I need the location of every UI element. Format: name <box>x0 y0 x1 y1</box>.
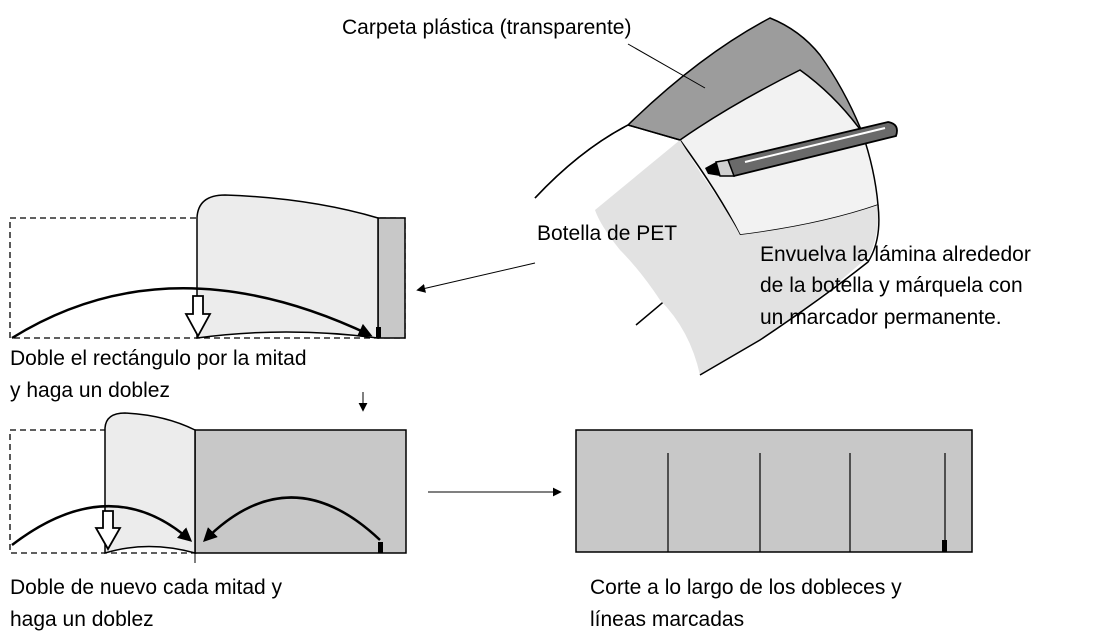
bottle-surface <box>595 140 879 375</box>
arrow-bottle-to-step1 <box>416 262 536 293</box>
step3-sheet <box>575 429 973 553</box>
label-wrap-3: un marcador permanente. <box>760 306 1002 329</box>
step1-fold-half <box>9 194 406 340</box>
label-cut-1: Corte a lo largo de los dobleces y <box>590 576 902 599</box>
label-wrap-1: Envuelva la lámina alrededor <box>760 243 1031 266</box>
label-fold-again-2: haga un doblez <box>10 608 154 631</box>
curved-fold-arrow-icon <box>11 504 193 546</box>
bottle-left-edge <box>534 124 681 199</box>
bottle-right-edge <box>699 204 880 376</box>
curved-fold-arrow-icon <box>203 496 381 542</box>
label-folder: Carpeta plástica (transparente) <box>342 16 631 39</box>
step2-dashed-outline <box>9 429 198 554</box>
pen-marker-icon <box>705 121 898 177</box>
label-bottle: Botella de PET <box>537 222 677 245</box>
hollow-down-arrow-icon <box>184 295 212 338</box>
label-fold-half-1: Doble el rectángulo por la mitad <box>10 347 307 370</box>
step2-mark <box>378 542 383 553</box>
label-cut-2: líneas marcadas <box>590 608 744 631</box>
step2-fold-again <box>9 412 407 563</box>
step1-mark <box>376 327 381 338</box>
curved-fold-arrow-icon <box>11 287 373 340</box>
folder-leader-line <box>627 43 706 89</box>
label-wrap-2: de la botella y márquela con <box>760 274 1023 297</box>
pet-bottle-illustration <box>534 17 898 376</box>
step2-folded-flap <box>104 412 196 555</box>
hollow-down-arrow-icon <box>94 510 122 551</box>
step1-folded-flap <box>196 194 379 339</box>
step3-mark <box>942 540 947 552</box>
step3-cut <box>575 429 973 553</box>
label-fold-half-2: y haga un doblez <box>10 379 170 402</box>
step1-sheet-right <box>377 217 406 339</box>
label-fold-again-1: Doble de nuevo cada mitad y <box>10 576 283 599</box>
